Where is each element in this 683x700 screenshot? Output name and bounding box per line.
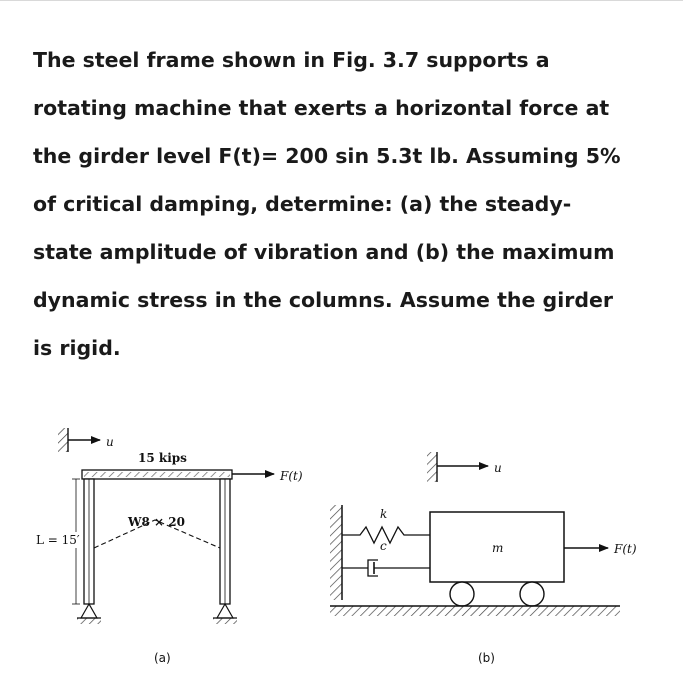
caption-a: (a)	[154, 651, 171, 665]
mass-block	[429, 511, 565, 583]
reference-wall-a	[58, 428, 68, 452]
displacement-label-a: u	[106, 435, 114, 449]
section-label: W8 × 20	[127, 515, 185, 529]
displacement-label-b: u	[494, 461, 502, 475]
force-label-a: F(t)	[279, 469, 303, 483]
problem-statement: The steel frame shown in Fig. 3.7 suppor…	[33, 36, 663, 372]
left-wall	[330, 505, 342, 600]
spring-label: k	[380, 507, 387, 521]
spring-mass-diagram-b: u k c m F(t) (b)	[330, 452, 637, 665]
problem-line: rotating machine that exerts a horizonta…	[33, 96, 610, 120]
damper	[342, 559, 430, 577]
weight-label: 15 kips	[138, 451, 187, 465]
reference-wall-b	[427, 452, 437, 482]
caption-b: (b)	[478, 651, 495, 665]
height-label: L = 15′	[36, 533, 80, 547]
wheel-right	[519, 581, 545, 607]
mass-label: m	[492, 541, 503, 555]
damper-label: c	[380, 539, 387, 553]
problem-line: dynamic stress in the columns. Assume th…	[33, 288, 614, 312]
spring	[342, 525, 430, 545]
right-support	[213, 602, 237, 624]
frame-diagram-a: u 15 kips F(t) W8 × 20 L = 15′	[34, 428, 303, 665]
problem-line: The steel frame shown in Fig. 3.7 suppor…	[33, 48, 550, 72]
problem-line: state amplitude of vibration and (b) the…	[33, 240, 615, 264]
problem-line: of critical damping, determine: (a) the …	[33, 192, 572, 216]
problem-line: the girder level F(t)= 200 sin 5.3t lb. …	[33, 144, 621, 168]
force-label-b: F(t)	[613, 542, 637, 556]
wheel-left	[449, 581, 475, 607]
left-support	[77, 602, 101, 624]
ground	[330, 606, 620, 616]
deflected-shape	[93, 519, 221, 549]
problem-line: is rigid.	[33, 336, 121, 360]
top-divider	[0, 0, 683, 1]
